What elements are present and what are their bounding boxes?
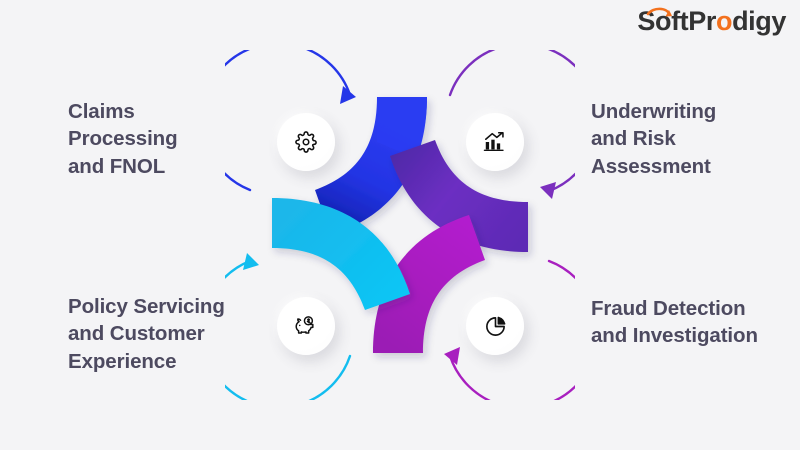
arc-arrow-top-left: [225, 50, 356, 192]
node-policy-servicing[interactable]: [277, 297, 335, 355]
cycle-diagram-graphic: [225, 50, 575, 400]
node-claims-processing[interactable]: [277, 113, 335, 171]
arc-arrow-bottom-left: [225, 253, 352, 400]
ribbon-arm-right: [390, 140, 528, 252]
label-policy-servicing: Policy Servicing and Customer Experience: [68, 295, 225, 373]
logo-text-pr: Pr: [688, 6, 716, 36]
label-underwriting-risk: Underwriting and Risk Assessment: [591, 100, 717, 178]
arc-arrow-bottom-right: [444, 259, 575, 400]
pie-chart-icon: [484, 315, 507, 338]
ribbon-arm-bottom: [373, 215, 485, 353]
node-fraud-detection[interactable]: [466, 297, 524, 355]
arc-arrow-top-right: [448, 50, 575, 199]
ribbon-arm-top: [315, 97, 427, 235]
ribbon-arm-left: [272, 198, 410, 310]
logo-accent-o: o: [716, 6, 733, 36]
label-claims-processing: Claims Processing and FNOL: [68, 100, 178, 178]
logo-text-digy: digy: [732, 6, 786, 36]
piggy-bank-icon: [294, 314, 318, 338]
label-fraud-detection: Fraud Detection and Investigation: [591, 297, 758, 348]
logo-text-soft: Soft: [637, 6, 689, 36]
gear-icon: [295, 131, 317, 153]
bar-chart-growth-icon: [483, 130, 507, 154]
node-underwriting-risk[interactable]: [466, 113, 524, 171]
